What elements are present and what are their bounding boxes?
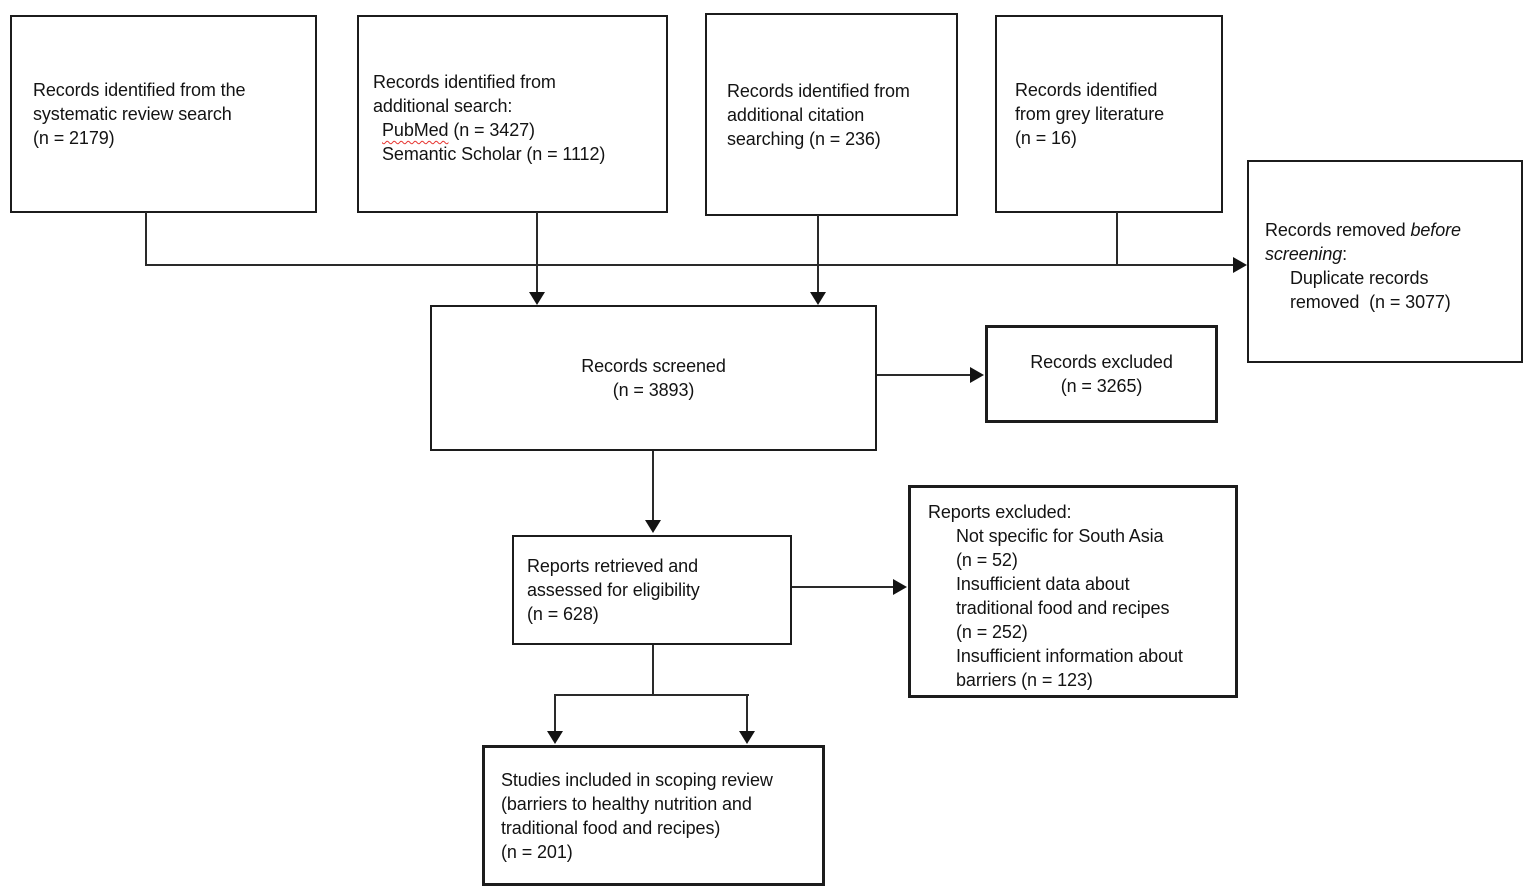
box-records-excluded: Records excluded (n = 3265) [985,325,1218,423]
pubmed-count: (n = 3427) [448,120,535,140]
text-line: traditional food and recipes) [501,817,721,838]
box-records-identified-grey-literature: Records identified from grey literature … [995,15,1223,213]
text-line: from grey literature [1015,104,1165,124]
text-line: searching (n = 236) [727,128,881,149]
text-line: Records identified from [373,72,556,92]
connector-additional-search-down [536,212,538,293]
arrowhead-down-icon [529,292,545,305]
text-line: (n = 52) [956,550,1018,570]
text-line: (n = 2179) [33,128,115,148]
text-line: Not specific for South Asia [956,526,1164,546]
text-line: (n = 3265) [1060,376,1143,396]
connector-rail-to-removed [145,264,1235,266]
box-reports-excluded: Reports excluded: Not specific for South… [908,485,1238,698]
arrowhead-right-icon [970,367,984,383]
text-line: Insufficient data about [956,574,1130,594]
connector-fork-right-down [746,694,748,732]
text-fragment-italic: before [1410,220,1461,240]
text-line: Records identified [1015,80,1158,100]
text-line: (n = 201) [501,841,573,862]
connector-citation-down [817,215,819,293]
connector-fork-horizontal [554,694,749,696]
box-records-identified-citation-searching: Records identified from additional citat… [705,13,958,216]
text-line: Reports retrieved and [527,556,698,576]
text-line: assessed for eligibility [527,580,700,600]
text-line: additional search: [373,96,513,116]
text-line: traditional food and recipes [956,598,1170,618]
text-line: Studies included in scoping review [501,769,773,790]
connector-grey-down [1116,212,1118,266]
arrowhead-right-icon [1233,257,1247,273]
text-line: Records excluded [1030,352,1173,372]
box-reports-retrieved: Reports retrieved and assessed for eligi… [512,535,792,645]
text-line: Insufficient information about [956,646,1183,666]
connector-fork-left-down [554,694,556,732]
text-line: Records removed before [1265,218,1515,242]
text-line: systematic review search [33,104,232,124]
text-fragment: : [1342,244,1348,264]
box-records-removed-before-screening: Records removed before screening: Duplic… [1247,160,1523,363]
text-line: Duplicate records [1290,268,1429,288]
box-records-screened: Records screened (n = 3893) [430,305,877,451]
text-line: additional citation [727,104,865,125]
text-line-heading: Reports excluded: [928,502,1072,522]
arrowhead-down-icon [810,292,826,305]
text-line: Records identified from the [33,80,246,100]
text-fragment: Records removed [1265,220,1411,240]
connector-retrieved-down [652,645,654,696]
text-line: Records identified from [727,80,910,101]
box-records-identified-additional-search: Records identified from additional searc… [357,15,668,213]
text-line: Records screened [581,356,726,376]
connector-screened-to-retrieved [652,451,654,521]
text-line: (n = 252) [956,622,1028,642]
text-line-semantic-scholar: Semantic Scholar (n = 1112) [382,144,606,164]
box-records-identified-systematic-search: Records identified from the systematic r… [10,15,317,213]
text-line: (barriers to healthy nutrition and [501,793,752,814]
connector-retrieved-to-reports-excluded [792,586,893,588]
connector-screened-to-excluded [877,374,970,376]
arrowhead-down-icon [547,731,563,744]
text-line: (n = 628) [527,604,599,624]
connector-systematic-down [145,212,147,266]
text-line: (n = 3893) [612,380,695,400]
text-line: barriers (n = 123) [956,670,1093,690]
text-line: (n = 16) [1015,128,1077,148]
box-studies-included: Studies included in scoping review (barr… [482,745,825,886]
text-line: removed (n = 3077) [1290,292,1451,312]
arrowhead-right-icon [893,579,907,595]
text-line-pubmed: PubMed (n = 3427) [373,118,660,142]
text-fragment-italic: screening [1265,244,1343,264]
arrowhead-down-icon [739,731,755,744]
arrowhead-down-icon [645,520,661,533]
text-line: screening: [1265,242,1515,266]
pubmed-label: PubMed [382,120,449,140]
